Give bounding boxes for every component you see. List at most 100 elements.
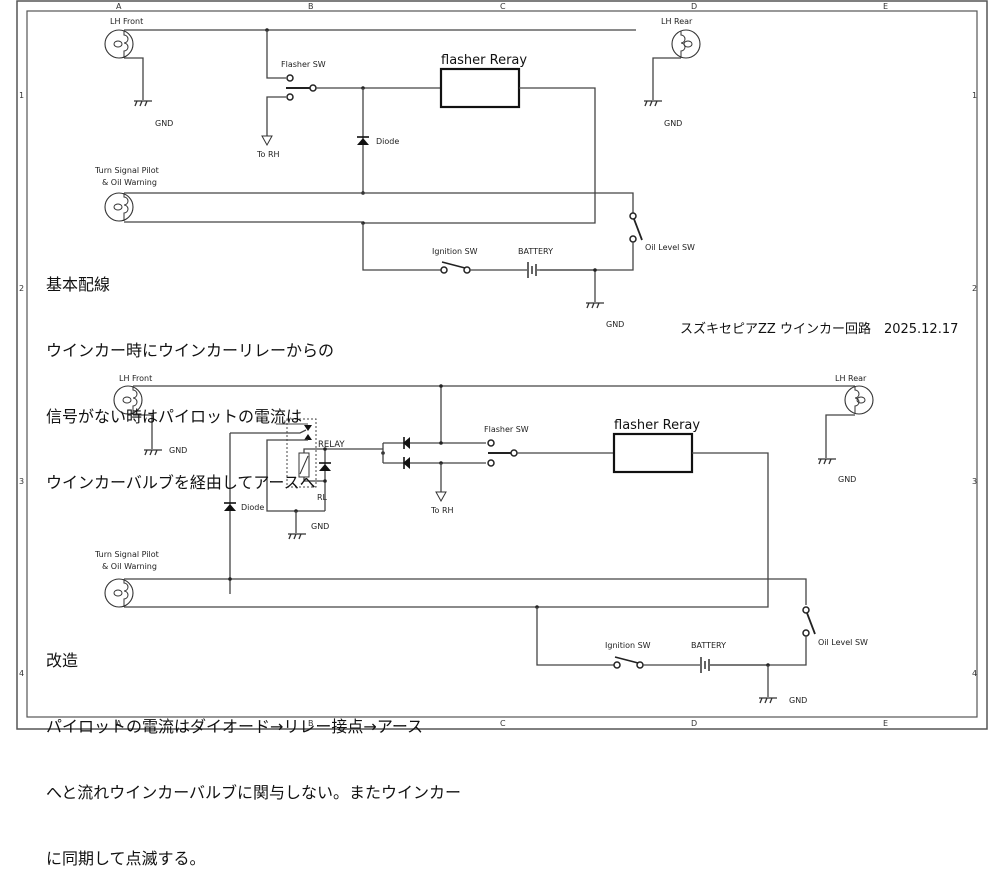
top-note-line: ウインカーバルブを経由してアースへ [46,473,316,492]
lh-rear-bulb-icon [844,385,874,415]
grid-row-3: 3 [19,477,24,486]
grid-row-4-right: 4 [972,669,977,678]
grid-row-2-right: 2 [972,284,977,293]
bottom-note-heading: 改造 [46,651,79,670]
grid-col-c: C [500,2,506,11]
oil-level-sw-label: Oil Level SW [645,243,695,252]
lh-rear-bulb-icon [671,29,701,59]
top-note-heading: 基本配線 [46,275,111,294]
ignition-sw-label-2: Ignition SW [605,641,651,650]
grid-col-a: A [116,2,122,11]
grid-col-e-bottom: E [883,719,888,728]
ground-icon [644,100,662,107]
to-rh-label: To RH [256,150,280,159]
pilot-label-line2-2: & Oil Warning [102,562,157,571]
lh-front-label-2: LH Front [119,374,152,383]
bottom-note-line: に同期して点滅する。 [46,849,206,868]
ground-icon [818,458,836,465]
top-note-line: ウインカー時にウインカーリレーからの [46,341,335,360]
inner-frame [26,10,978,718]
to-rh-label-2: To RH [430,506,454,515]
gnd-rear-label: GND [664,119,682,128]
grid-col-e: E [883,2,888,11]
lh-front-bulb-icon [104,29,134,59]
flasher-relay-box [439,67,521,109]
flasher-relay-box-2 [612,432,694,474]
ground-icon [288,533,306,540]
top-circuit: LH Front GND LH Rear GND Flasher SW [94,17,701,329]
oil-level-switch-icon[interactable] [629,212,643,243]
flasher-sw-label: Flasher SW [281,60,326,69]
gnd-relay-label: GND [311,522,329,531]
grid-row-1: 1 [19,91,24,100]
oil-level-switch-icon[interactable] [802,606,816,637]
diagram-title: スズキセピアZZ ウインカー回路 2025.12.17 [680,322,959,337]
lh-rear-label: LH Rear [661,17,693,26]
grid-row-1-right: 1 [972,91,977,100]
pilot-bulb-icon [104,578,134,608]
diode-icon [224,502,236,511]
ignition-sw-label: Ignition SW [432,247,478,256]
flyback-diode-icon [319,462,331,471]
lh-front-bulb-icon [113,385,143,415]
battery-icon [527,262,537,278]
to-rh-arrow-icon [261,135,273,147]
relay-coil-icon [298,448,325,482]
grid-col-c-bottom: C [500,719,506,728]
dual-diode-icon [403,437,410,469]
gnd-front-label-2: GND [169,446,187,455]
flasher-relay-label: flasher Reray [441,53,527,68]
oil-level-sw-label-2: Oil Level SW [818,638,868,647]
flasher-switch-icon[interactable] [487,439,518,467]
relay-contact-icon [276,423,312,440]
ground-icon [759,697,777,704]
ground-icon [144,449,162,456]
ignition-switch-icon[interactable] [440,261,471,274]
ignition-switch-icon[interactable] [613,656,644,669]
rl-label: RL [317,493,328,502]
grid-col-d-bottom: D [691,719,697,728]
grid-row-3-right: 3 [972,477,977,486]
grid-row-4: 4 [19,669,24,678]
relay-box [286,418,317,488]
flasher-relay-label-2: flasher Reray [614,418,700,433]
diode-label-2: Diode [241,503,264,512]
top-note-line: 信号がない時はパイロットの電流は [46,407,303,426]
ground-icon [586,302,604,309]
flasher-switch-icon[interactable] [286,74,317,101]
top-note: 基本配線 ウインカー時にウインカーリレーからの 信号がない時はパイロットの電流は… [46,230,334,516]
gnd-front-label: GND [155,119,173,128]
relay-label: RELAY [318,440,345,450]
battery-icon [700,657,710,673]
flasher-sw-label-2: Flasher SW [484,425,529,434]
grid-col-b: B [308,2,314,11]
lh-rear-label-2: LH Rear [835,374,867,383]
diode-icon [357,136,369,145]
bottom-circuit: LH Front GND LH Rear GND RELAY [94,374,874,705]
grid-col-a-bottom: A [116,719,122,728]
bottom-note: 改造 パイロットの電流はダイオード→リレー接点→アース へと流れウインカーバルブ… [46,606,461,892]
lh-front-label: LH Front [110,17,143,26]
gnd-rear-label-2: GND [838,475,856,484]
gnd-main-label: GND [606,320,624,329]
bottom-note-line: パイロットの電流はダイオード→リレー接点→アース [46,717,424,736]
grid-col-b-bottom: B [308,719,314,728]
ground-icon [134,100,152,107]
grid-column-labels-top: A B C D E [116,2,888,11]
diode-label: Diode [376,137,399,146]
grid-column-labels-bottom: A B C D E [116,719,888,728]
bottom-note-line: へと流れウインカーバルブに関与しない。またウインカー [46,783,462,802]
pilot-label-line1: Turn Signal Pilot [94,166,159,175]
battery-label: BATTERY [518,247,553,256]
to-rh-arrow-icon [435,491,447,503]
grid-col-d: D [691,2,697,11]
gnd-main-label-2: GND [789,696,807,705]
grid-row-labels-left: 1 2 3 4 [19,91,24,678]
grid-row-2: 2 [19,284,24,293]
pilot-label-line1-2: Turn Signal Pilot [94,550,159,559]
outer-frame [16,0,988,730]
schematic-canvas: A B C D E A B C D E 1 2 3 4 1 2 3 4 LH F… [16,0,988,730]
pilot-bulb-icon [104,192,134,222]
pilot-label-line2: & Oil Warning [102,178,157,187]
battery-label-2: BATTERY [691,641,726,650]
